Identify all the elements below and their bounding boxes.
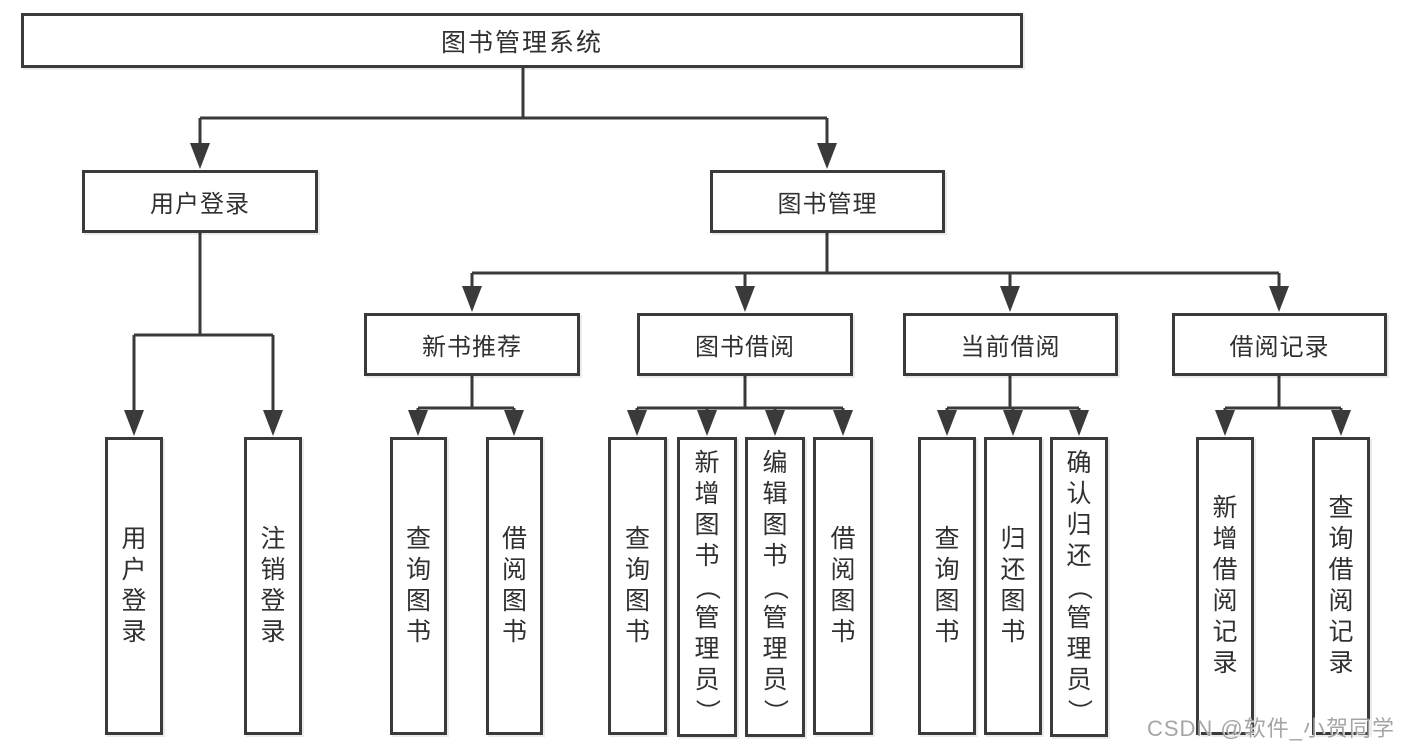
leaf-query-books: 查询图书	[918, 437, 976, 735]
leaf-query-borrow-record: 查询借阅记录	[1312, 437, 1370, 735]
leaf-edit-book-admin: 编辑图书（管理员）	[745, 437, 805, 737]
leaf-logout: 注销登录	[244, 437, 302, 735]
node-borrowing-records: 借阅记录	[1172, 313, 1387, 376]
leaf-query-books: 查询图书	[608, 437, 667, 735]
leaf-add-borrow-record: 新增借阅记录	[1196, 437, 1254, 735]
node-user-login: 用户登录	[82, 170, 318, 233]
node-current-borrowing: 当前借阅	[903, 313, 1118, 376]
leaf-return-books: 归还图书	[984, 437, 1042, 735]
csdn-watermark: CSDN @软件_小贺同学	[1146, 716, 1395, 741]
leaf-borrow-books: 借阅图书	[813, 437, 873, 735]
leaf-query-books: 查询图书	[390, 437, 447, 735]
leaf-user-login: 用户登录	[105, 437, 163, 735]
node-book-management: 图书管理	[710, 170, 945, 233]
leaf-add-book-admin: 新增图书（管理员）	[677, 437, 737, 737]
node-new-book-recommendation: 新书推荐	[364, 313, 580, 376]
root-node-library-management-system: 图书管理系统	[21, 13, 1023, 68]
leaf-borrow-books: 借阅图书	[486, 437, 543, 735]
leaf-confirm-return-admin: 确认归还（管理员）	[1050, 437, 1108, 737]
node-book-borrowing: 图书借阅	[637, 313, 853, 376]
